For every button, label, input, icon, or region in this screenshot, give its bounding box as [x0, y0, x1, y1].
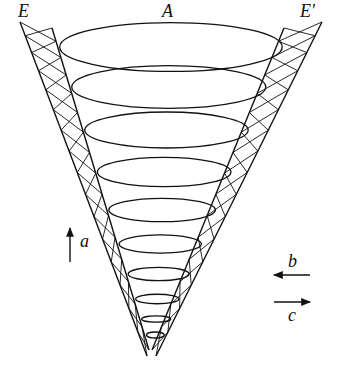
lattice-stroke: [77, 152, 89, 172]
spiral-loop: [97, 157, 231, 186]
lattice-stroke: [86, 173, 96, 194]
lattice-stroke: [120, 285, 135, 304]
lattice-stroke: [69, 151, 96, 173]
lattice-stroke: [249, 113, 268, 131]
lattice-stroke: [265, 75, 289, 90]
lattice-stroke: [61, 113, 77, 131]
lattice-stroke: [225, 173, 237, 194]
lattice-stroke: [53, 93, 71, 109]
lattice-stroke: [216, 173, 247, 195]
arrow-c: [274, 301, 310, 302]
lattice-stroke: [25, 28, 52, 36]
lattice-stroke: [216, 194, 225, 216]
band-lattice: [20, 22, 322, 356]
lattice-stroke: [53, 110, 83, 133]
lattice-stroke: [207, 216, 214, 240]
lattice-stroke: [156, 327, 161, 356]
spiral-loop: [60, 23, 282, 72]
lattice-stroke: [20, 22, 56, 41]
part-label: E': [300, 2, 315, 20]
spiral-loop: [119, 235, 201, 253]
lattice-stroke: [241, 110, 278, 133]
lattice-stroke: [249, 90, 288, 113]
spiral-loops: [60, 23, 282, 338]
lattice-stroke: [180, 262, 203, 282]
lattice-stroke: [46, 75, 66, 90]
lattice-stroke: [25, 36, 61, 58]
lattice-stroke: [61, 130, 89, 152]
lattice-stroke: [284, 28, 315, 36]
lattice-stroke: [39, 57, 61, 70]
lattice-stroke: [225, 151, 258, 173]
spiral-loop: [109, 198, 216, 221]
lattice-stroke: [128, 282, 130, 309]
lattice-stroke: [179, 282, 180, 309]
lattice-stroke: [272, 57, 298, 70]
lattice-stroke: [241, 132, 258, 151]
lattice-stroke: [32, 41, 56, 52]
spiral-loop: [72, 66, 266, 109]
lattice-stroke: [142, 327, 147, 356]
part-label: a: [80, 232, 89, 250]
lattice-stroke: [103, 216, 109, 240]
lattice-stroke: [198, 217, 225, 238]
lattice-stroke: [111, 262, 128, 282]
part-label: b: [288, 252, 297, 270]
part-label: c: [288, 306, 296, 324]
right-inner-edge: [152, 28, 284, 350]
lattice-stroke: [233, 152, 247, 172]
lattice-stroke: [39, 71, 72, 94]
arrow-a: [69, 228, 70, 262]
spiral-loop: [128, 267, 189, 280]
lattice-stroke: [69, 132, 83, 151]
lattice-stroke: [135, 304, 138, 332]
lattice-stroke: [120, 259, 122, 285]
part-label: E: [18, 2, 29, 20]
lattice-stroke: [111, 237, 115, 262]
left-inner-edge: [52, 28, 149, 350]
lattice-stroke: [94, 194, 102, 216]
lattice-stroke: [46, 90, 78, 113]
spiral-loop: [142, 316, 171, 322]
spiral-loop: [85, 112, 248, 148]
lattice-stroke: [189, 259, 191, 285]
lattice-stroke: [77, 173, 102, 195]
lattice-stroke: [171, 285, 191, 304]
lattice-stroke: [32, 53, 67, 75]
spiral-loop: [146, 332, 164, 338]
lattice-stroke: [265, 53, 307, 75]
lattice-stroke: [86, 194, 109, 215]
part-label: A: [162, 2, 173, 20]
lattice-stroke: [279, 22, 322, 41]
lattice-stroke: [233, 130, 268, 152]
arrow-b: [274, 274, 310, 275]
lattice-stroke: [94, 217, 115, 238]
lattice-stroke: [257, 93, 278, 109]
left-outer-edge: [20, 22, 147, 356]
spiral-loop: [136, 294, 179, 304]
